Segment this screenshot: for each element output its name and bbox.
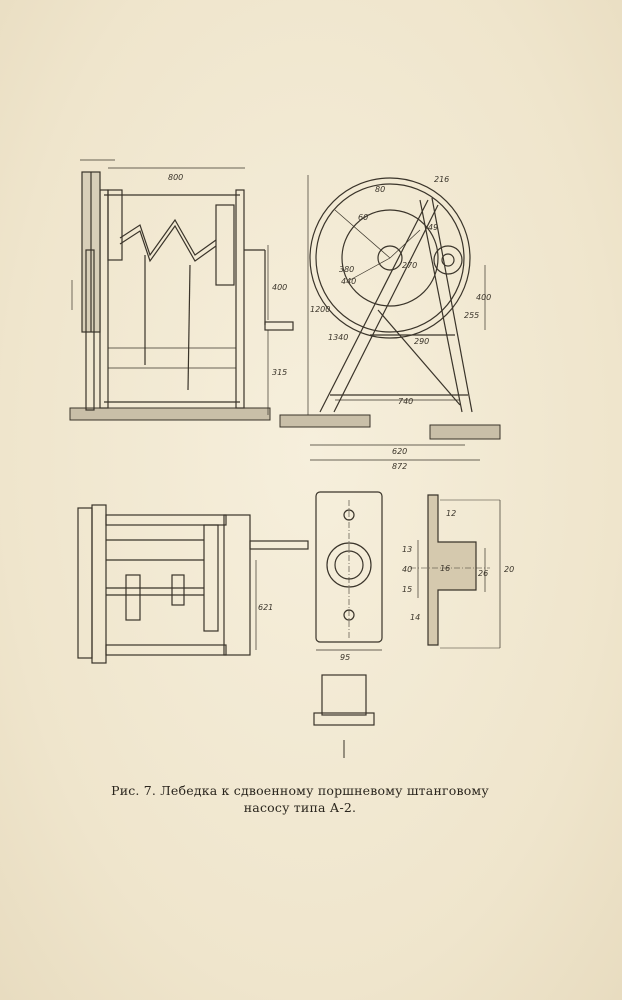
dim-216: 216 (434, 175, 449, 184)
dim-14: 14 (410, 613, 420, 622)
dim-621: 621 (258, 603, 273, 612)
caption-line-2: насосу типа А-2. (243, 800, 357, 815)
caption-line-1: Рис. 7. Лебедка к сдвоенному поршневому … (111, 783, 489, 798)
side-view (279, 175, 501, 461)
front-view (69, 159, 294, 421)
dim-16: 16 (440, 564, 450, 573)
dim-60: 60 (358, 213, 368, 222)
dim-20: 20 (504, 565, 514, 574)
dim-800: 800 (168, 173, 183, 182)
dim-1340: 1340 (328, 333, 348, 342)
dim-270: 270 (402, 261, 417, 270)
dim-440: 440 (341, 277, 356, 286)
dim-40: 40 (402, 565, 412, 574)
dim-400a: 400 (272, 283, 287, 292)
dim-380: 380 (339, 265, 354, 274)
dim-12: 12 (446, 509, 456, 518)
dim-872: 872 (392, 462, 407, 471)
dim-255: 255 (464, 311, 479, 320)
dim-49: 49 (428, 223, 438, 232)
dim-315: 315 (272, 368, 287, 377)
dim-400b: 400 (476, 293, 491, 302)
bushing-section (410, 494, 501, 649)
dim-290: 290 (414, 337, 429, 346)
bearing-detail (313, 491, 383, 758)
dim-95: 95 (340, 653, 350, 662)
dim-13: 13 (402, 545, 412, 554)
dim-26: 26 (478, 569, 488, 578)
dim-1200: 1200 (310, 305, 330, 314)
dim-80: 80 (375, 185, 385, 194)
dim-740: 740 (398, 397, 413, 406)
plan-view (77, 504, 309, 664)
dim-15: 15 (402, 585, 412, 594)
dim-620: 620 (392, 447, 407, 456)
figure-caption: Рис. 7. Лебедка к сдвоенному поршневому … (60, 782, 540, 816)
